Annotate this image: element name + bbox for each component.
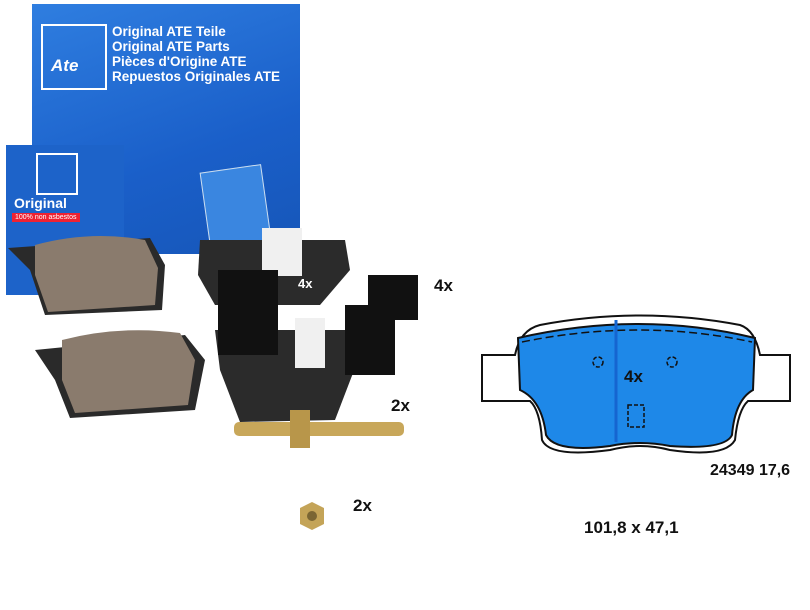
- brake-pad-photo-1: [8, 236, 165, 315]
- hole-icon: [592, 356, 604, 368]
- brake-pad-photo-2: [35, 330, 205, 418]
- guide-bolt-photo: [234, 410, 404, 448]
- ate-logo: Ate: [41, 24, 107, 90]
- clip-photos: [218, 270, 418, 375]
- sensor-notch-icon: [627, 404, 645, 428]
- bolt-qty: 2x: [391, 396, 410, 415]
- pad-friction-area: [516, 323, 757, 449]
- diagram-qty: 4x: [624, 367, 643, 386]
- box-line-1: Original ATE Teile: [112, 24, 226, 39]
- box-line-2: Original ATE Parts: [112, 39, 230, 54]
- box-line-4: Repuestos Originales ATE: [112, 69, 281, 84]
- part-number-thickness: 24349 17,6: [710, 462, 791, 479]
- small-box-title: Original: [14, 195, 67, 211]
- hole-icon: [666, 356, 678, 368]
- box-line-3: Pièces d'Origine ATE: [112, 54, 247, 69]
- nut-photo: [300, 502, 324, 530]
- brake-pad-diagram: [481, 314, 791, 454]
- clips-qty: 4x: [434, 276, 453, 295]
- nut-qty: 2x: [353, 496, 372, 515]
- pad-photo-qty: 4x: [298, 276, 313, 291]
- small-box-badge: 100% non asbestos: [12, 213, 80, 222]
- pad-dimensions: 101,8 x 47,1: [584, 518, 679, 537]
